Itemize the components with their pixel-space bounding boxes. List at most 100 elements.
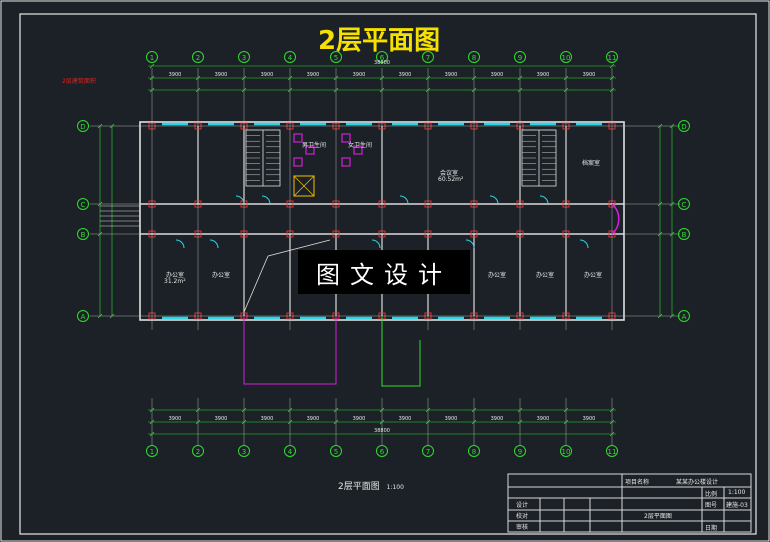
- dimension-text: 3900: [445, 416, 458, 422]
- axis-label-left: B: [81, 231, 86, 239]
- dimension-tick: [517, 419, 523, 425]
- axis-label-bottom: 3: [242, 448, 246, 456]
- dimension-text: 3900: [353, 72, 366, 78]
- watermark-text: 图文设计: [316, 260, 452, 289]
- axis-label-top: 2: [196, 54, 200, 62]
- room-label-office-3: 办公室: [488, 272, 507, 279]
- dimension-tick: [609, 419, 615, 425]
- dimension-tick: [241, 407, 247, 413]
- axis-label-bottom: 7: [426, 448, 430, 456]
- plan-details: [100, 129, 620, 387]
- dimension-tick: [333, 75, 339, 81]
- axis-label-bottom: 5: [334, 448, 338, 456]
- dimension-tick: [149, 407, 155, 413]
- axis-bubble-top: [330, 51, 342, 63]
- dimension-tick: [333, 87, 339, 93]
- dimension-tick: [195, 419, 201, 425]
- tb-date-label: 日期: [705, 525, 718, 532]
- dimension-tick: [287, 419, 293, 425]
- door-swing: [539, 195, 549, 205]
- axis-bubble-bottom: [422, 445, 434, 457]
- axis-label-top: 3: [242, 54, 246, 62]
- tb-scale-val: 1:100: [728, 489, 746, 496]
- axis-bubble-top: [468, 51, 480, 63]
- dimension-tick: [149, 431, 155, 437]
- dimension-tick: [241, 87, 247, 93]
- axis-bubble-right: [678, 198, 690, 210]
- door-swing: [579, 239, 589, 249]
- area-note: 2层建筑面积: [62, 78, 96, 85]
- dimension-tick: [563, 75, 569, 81]
- axis-label-bottom: 10: [562, 448, 571, 456]
- tb-row3: 审核: [516, 524, 529, 531]
- dimension-tick: [425, 419, 431, 425]
- axis-label-left: D: [80, 123, 85, 131]
- dimension-tick: [149, 87, 155, 93]
- dimension-tick: [97, 123, 103, 129]
- axis-bubble-top: [284, 51, 296, 63]
- watermark-box: 图文设计: [298, 250, 470, 294]
- toilet-fixture: [341, 157, 351, 167]
- axis-label-top: 7: [426, 54, 430, 62]
- dimension-tick: [333, 419, 339, 425]
- dimension-tick: [425, 407, 431, 413]
- dimension-tick: [149, 419, 155, 425]
- dimension-text: 3900: [353, 416, 366, 422]
- axis-label-right: D: [681, 123, 686, 131]
- room-label-office-4: 办公室: [536, 272, 555, 279]
- dimension-tick: [287, 87, 293, 93]
- dimension-tick: [609, 407, 615, 413]
- dimension-text: 3900: [583, 72, 596, 78]
- dimension-text: 3900: [261, 416, 274, 422]
- door-swing: [261, 195, 271, 205]
- axis-bubble-bottom: [238, 445, 250, 457]
- room-label-archive: 档案室: [582, 160, 601, 167]
- dimension-tick: [97, 313, 103, 319]
- axis-bubble-left: [77, 198, 89, 210]
- title-block: [507, 473, 752, 533]
- dimension-tick: [379, 75, 385, 81]
- room-label-office-1: 办公室: [166, 272, 185, 279]
- axis-bubble-bottom: [330, 445, 342, 457]
- axis-label-top: 4: [288, 54, 293, 62]
- dimension-tick: [657, 313, 663, 319]
- axis-label-bottom: 2: [196, 448, 200, 456]
- tb-drawing-name: 2层平面图: [644, 513, 672, 520]
- axis-bubble-left: [77, 120, 89, 132]
- dimension-tick: [195, 87, 201, 93]
- dimension-text: 3900: [537, 416, 550, 422]
- room-area-office-1: 31.2m²: [164, 278, 186, 285]
- axis-label-bottom: 8: [472, 448, 476, 456]
- dimension-tick: [669, 231, 675, 237]
- dimension-tick: [149, 63, 155, 69]
- room-label-office-2: 办公室: [212, 272, 231, 279]
- axis-bubble-top: [192, 51, 204, 63]
- axis-label-top: 10: [562, 54, 571, 62]
- axis-bubble-right: [678, 228, 690, 240]
- entrance-arc: [611, 203, 620, 235]
- tb-project-name: 某某办公楼设计: [676, 479, 719, 486]
- axis-label-left: A: [81, 313, 86, 321]
- axis-bubble-bottom: [376, 445, 388, 457]
- dimension-tick: [379, 87, 385, 93]
- dimension-tick: [563, 419, 569, 425]
- axis-bubble-bottom: [606, 445, 618, 457]
- dimension-text: 3900: [583, 416, 596, 422]
- door-swing: [489, 195, 499, 205]
- dimension-tick: [563, 87, 569, 93]
- caption-title: 2层平面图: [338, 482, 380, 492]
- dimension-text: 3900: [307, 72, 320, 78]
- dimension-tick: [471, 75, 477, 81]
- axis-label-right: A: [682, 313, 687, 321]
- dimension-tick: [657, 123, 663, 129]
- dimension-tick: [379, 407, 385, 413]
- dimension-tick: [97, 201, 103, 207]
- dimension-tick: [657, 201, 663, 207]
- axis-label-top: 1: [150, 54, 154, 62]
- dimension-tick: [425, 75, 431, 81]
- inner-frame: [19, 13, 757, 535]
- toilet-fixture: [353, 145, 363, 155]
- dimension-tick: [471, 87, 477, 93]
